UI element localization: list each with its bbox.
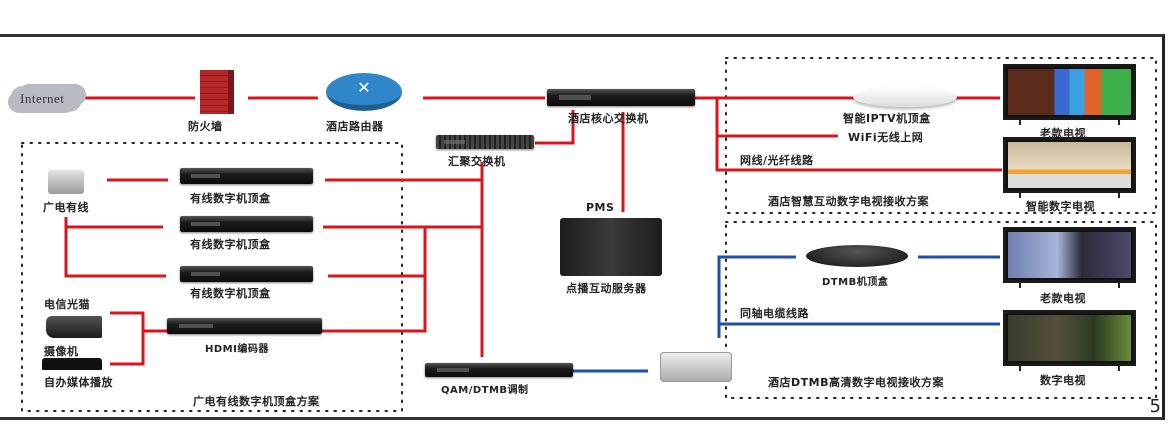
firewall-icon xyxy=(200,70,234,114)
coax-line-label: 同轴电缆线路 xyxy=(740,307,809,320)
old-tv-bottom-device xyxy=(1003,227,1136,288)
line-core-wifi xyxy=(715,98,1002,172)
dtmb-scheme-title: 酒店DTMB高清数字电视接收方案 xyxy=(768,376,944,389)
iptv-box-device xyxy=(853,87,957,107)
wifi-label: WiFi无线上网 xyxy=(848,131,924,144)
qam-modulator-label: QAM/DTMB调制 xyxy=(441,385,529,396)
region-box-dtmb xyxy=(725,221,1157,399)
line-stb3-out xyxy=(328,227,427,278)
old-tv-bottom-label: 老款电视 xyxy=(1040,292,1086,305)
diagram-frame xyxy=(0,34,1165,420)
region-box-iptv xyxy=(725,57,1157,214)
cable-stb-2-label: 有线数字机顶盒 xyxy=(190,238,271,251)
firewall-label: 防火墙 xyxy=(188,120,223,133)
camera-icon xyxy=(46,316,102,338)
qam-modulator-device xyxy=(425,363,573,377)
digital-tv-device xyxy=(1003,310,1136,371)
core-switch-device xyxy=(547,89,695,106)
smart-tv-device xyxy=(1003,137,1136,198)
old-tv-top-label: 老款电视 xyxy=(1040,127,1086,140)
internet-cloud-icon xyxy=(10,86,82,112)
line-cable-trunk xyxy=(64,217,166,278)
vod-server-label: 点播互动服务器 xyxy=(566,282,647,295)
cable-scheme-title: 广电有线数字机顶盒方案 xyxy=(193,395,320,408)
router-label: 酒店路由器 xyxy=(326,120,384,133)
page-number: 5 xyxy=(1149,396,1161,417)
cable-stb-1-label: 有线数字机顶盒 xyxy=(190,192,271,205)
cable-source-label: 广电有线 xyxy=(43,201,89,214)
line-sources-encoder xyxy=(110,311,145,366)
line-core-agg xyxy=(535,110,575,145)
cable-stb-3-device xyxy=(180,266,313,282)
old-tv-top-device xyxy=(1003,64,1136,125)
camera-label: 摄像机 xyxy=(44,345,79,358)
iptv-scheme-title: 酒店智慧互动数字电视接收方案 xyxy=(768,195,929,208)
line-splitter-dtmb xyxy=(717,255,796,338)
dtmb-box-label: DTMB机顶盒 xyxy=(822,277,889,288)
core-switch-label: 酒店核心交换机 xyxy=(568,112,649,125)
smart-tv-label: 智能数字电视 xyxy=(1026,200,1095,213)
media-player-label: 自办媒体播放 xyxy=(44,376,113,389)
telecom-modem-label: 电信光猫 xyxy=(44,298,90,311)
coax-splitter-device xyxy=(660,352,732,382)
cable-stb-3-label: 有线数字机顶盒 xyxy=(190,287,271,300)
cable-stb-2-device xyxy=(180,216,313,232)
router-icon: ✕ xyxy=(326,73,402,111)
digital-tv-label: 数字电视 xyxy=(1040,374,1086,387)
network-line-label: 网线/光纤线路 xyxy=(740,154,814,167)
cable-stb-1-device xyxy=(180,168,313,184)
internet-label: Internet xyxy=(20,91,65,106)
media-player-device xyxy=(42,358,102,370)
hdmi-encoder-label: HDMI编码器 xyxy=(205,344,269,355)
vod-server-device xyxy=(560,218,662,276)
pms-label: PMS xyxy=(586,201,615,214)
hdmi-encoder-device xyxy=(167,318,322,334)
aggregation-switch-device xyxy=(436,135,534,149)
cable-splitter-icon xyxy=(48,170,84,194)
line-encoder-out xyxy=(322,276,427,333)
aggregation-switch-label: 汇聚交换机 xyxy=(448,155,506,168)
dtmb-box-device xyxy=(806,245,908,267)
iptv-box-label: 智能IPTV机顶盒 xyxy=(843,112,931,125)
